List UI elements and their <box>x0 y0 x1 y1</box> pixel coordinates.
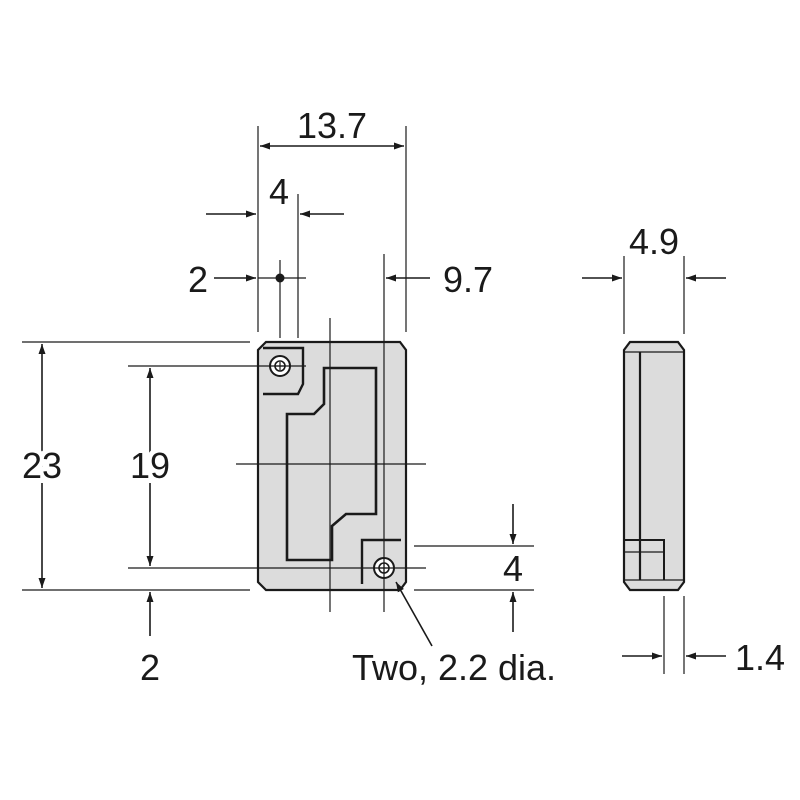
dimension-side-step: 1.4 <box>622 596 785 678</box>
dim-label-4-9: 4.9 <box>629 221 679 262</box>
dimension-hole-pitch: 19 <box>125 365 360 569</box>
hole-note-label: Two, 2.2 dia. <box>352 647 556 688</box>
dim-label-2-top: 2 <box>188 259 208 300</box>
dimension-second-hole-x: 9.7 <box>386 259 493 300</box>
dimension-thickness: 4.9 <box>582 221 726 334</box>
dim-label-13-7: 13.7 <box>297 105 367 146</box>
side-view <box>622 340 686 592</box>
dim-label-19: 19 <box>130 445 170 486</box>
dim-label-4-right: 4 <box>503 548 523 589</box>
hole-callout: Two, 2.2 dia. <box>352 581 556 688</box>
upper-notch <box>263 346 305 396</box>
dimension-overall-height: 23 <box>17 341 250 591</box>
dim-label-4-top: 4 <box>269 171 289 212</box>
dimension-hole-edge-offset: 2 <box>188 259 306 300</box>
lower-notch <box>360 538 401 584</box>
dim-label-23: 23 <box>22 445 62 486</box>
dimension-bottom-offset: 2 <box>140 592 160 688</box>
dim-label-2-bottom: 2 <box>140 647 160 688</box>
dimension-overall-width: 13.7 <box>257 105 407 332</box>
dimension-hole-offset-y: 4 <box>414 504 534 632</box>
dimension-hole-offset-x: 4 <box>206 171 344 338</box>
side-view-outline <box>622 340 686 592</box>
dim-label-1-4: 1.4 <box>735 637 785 678</box>
dim-label-9-7: 9.7 <box>443 259 493 300</box>
front-view <box>236 254 426 612</box>
